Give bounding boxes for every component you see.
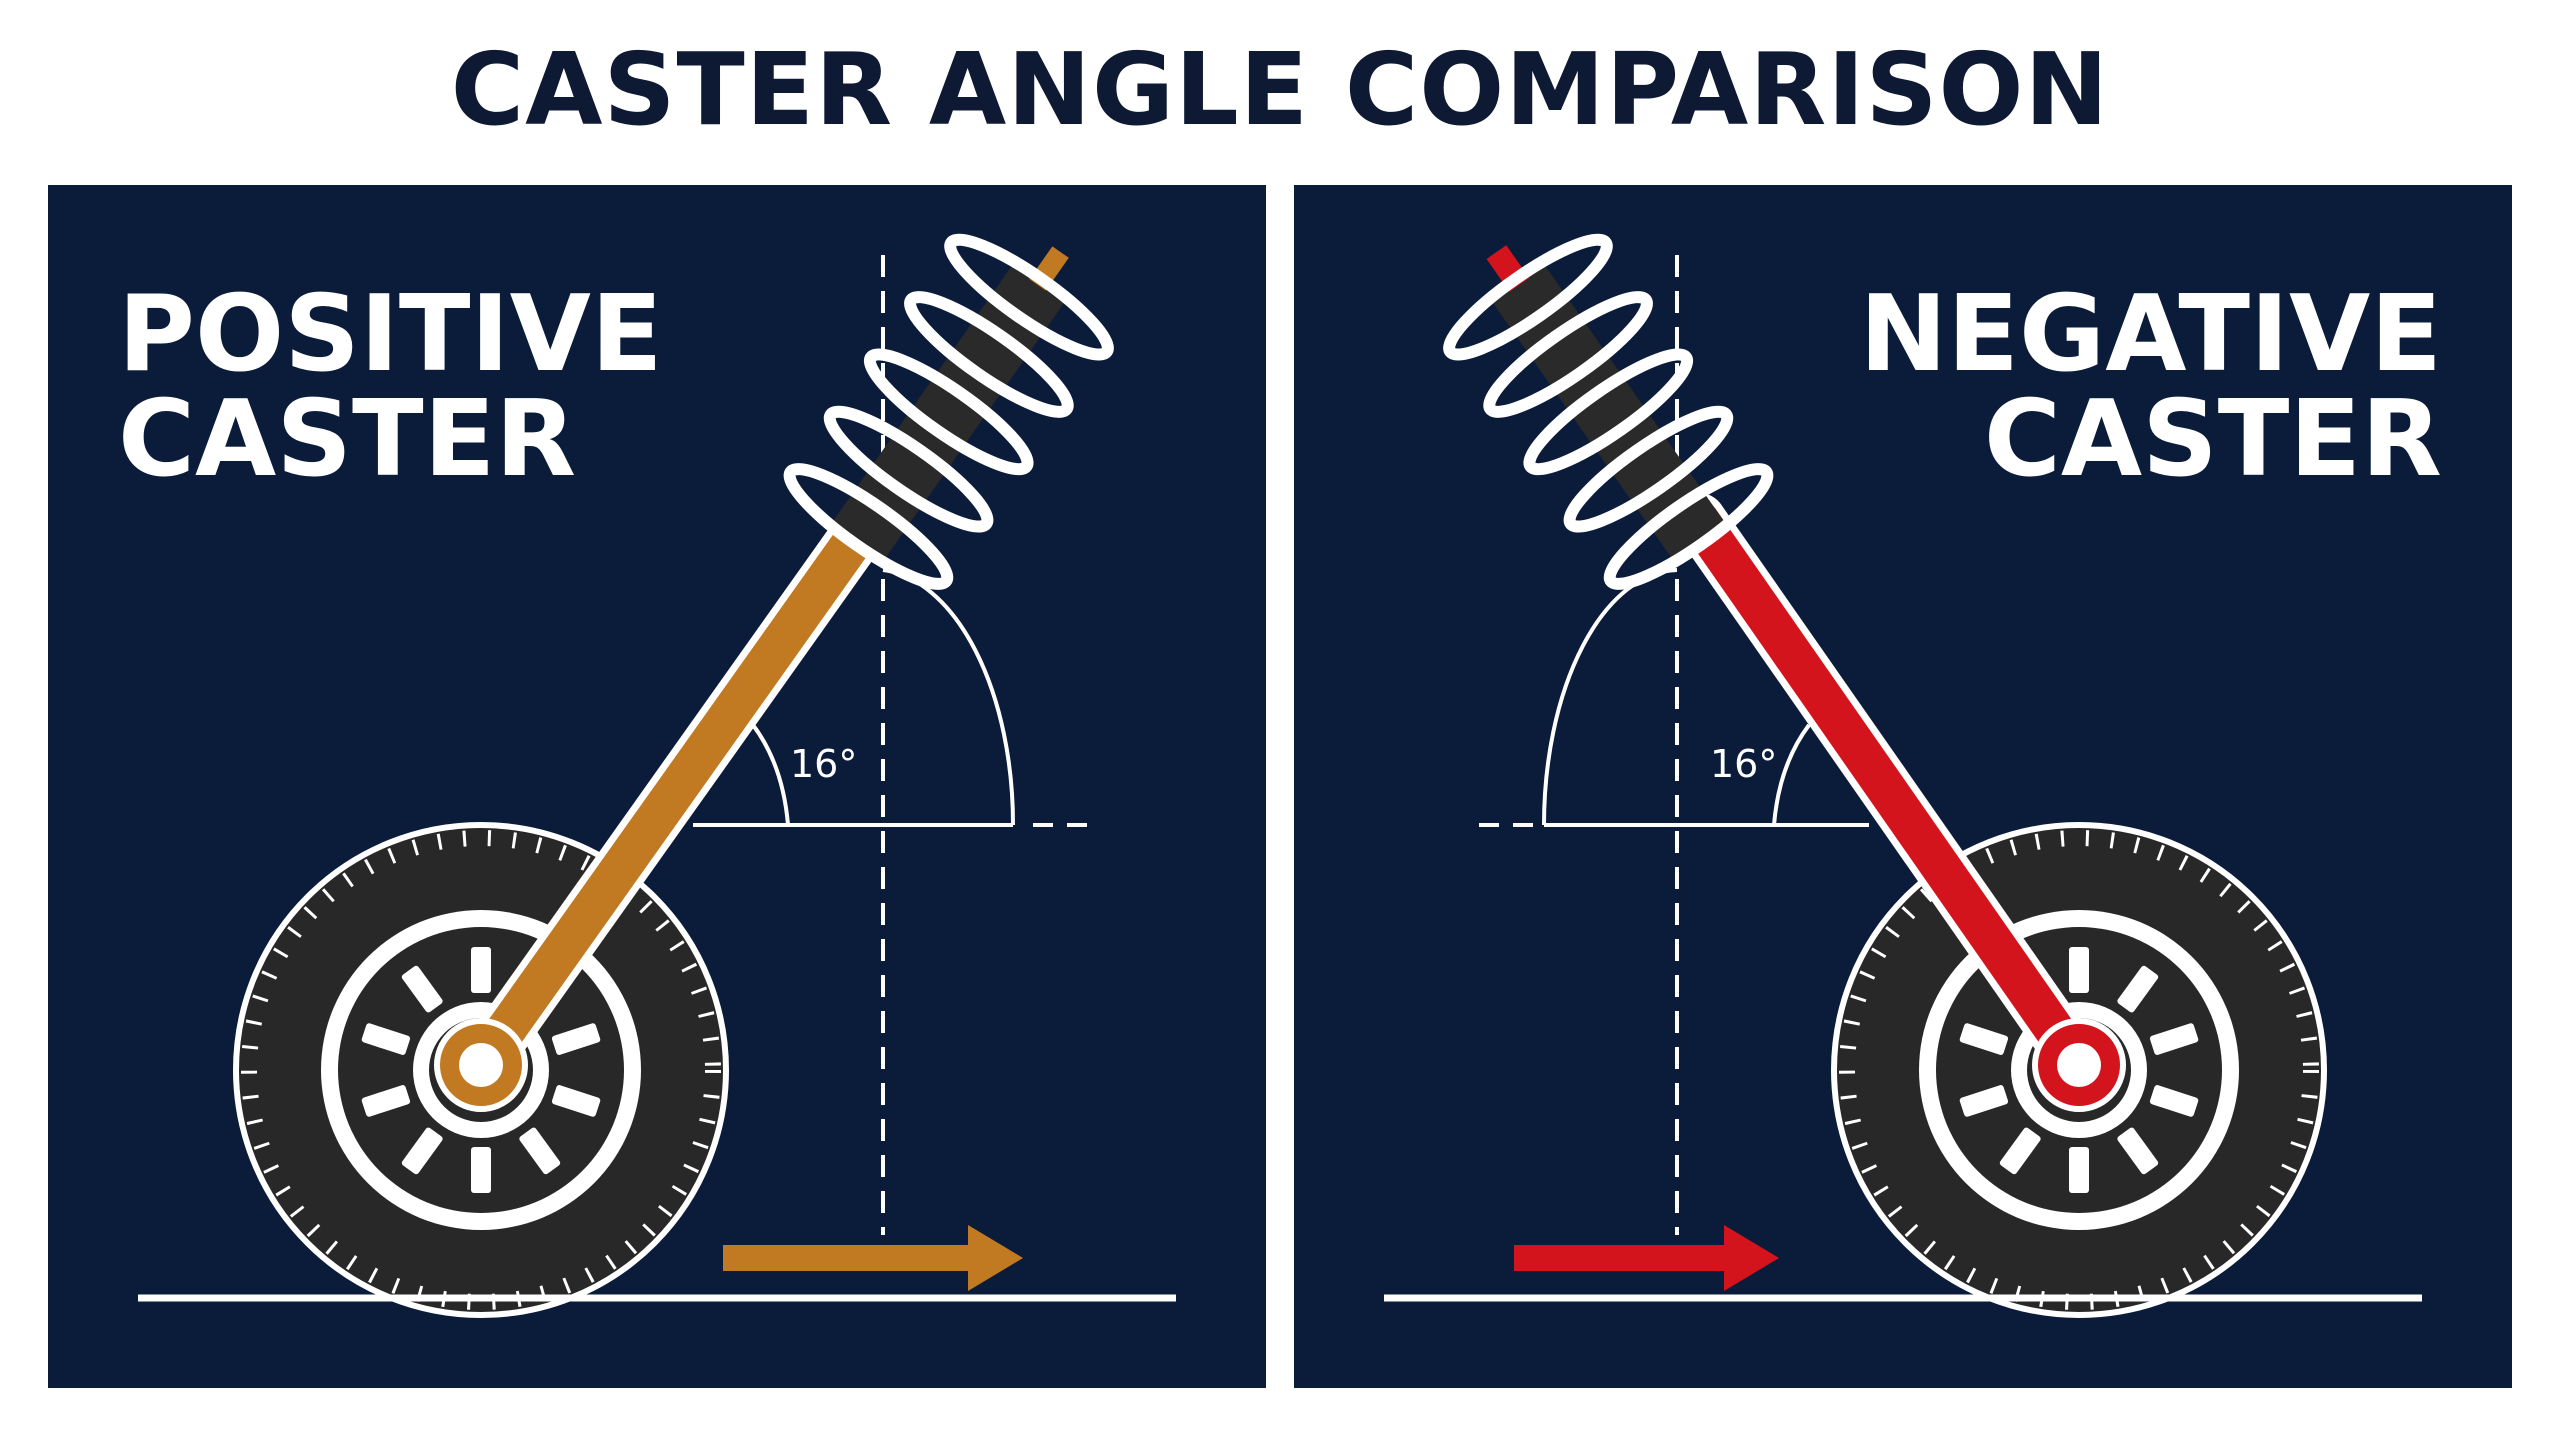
negative-caster-panel: NEGATIVE CASTER 16°: [1294, 185, 2512, 1388]
reference-arc: [1542, 568, 1678, 826]
tire-tread: [241, 830, 721, 1310]
direction-arrow-head: [968, 1225, 1023, 1291]
angle-arc: [1772, 723, 1811, 826]
panel-label-line2: CASTER: [118, 378, 576, 500]
direction-arrow-shaft: [723, 1245, 973, 1271]
strut-rod: [461, 500, 888, 1085]
angle-arc: [751, 723, 790, 826]
coil-spring: [1443, 233, 1774, 590]
positive-caster-drawing: POSITIVE CASTER 16°: [118, 233, 1176, 1318]
direction-arrow-shaft: [1514, 1245, 1729, 1271]
panel-label-line1: POSITIVE: [118, 273, 663, 395]
panel-label-line1: NEGATIVE: [1859, 273, 2442, 395]
tire-tread: [1839, 830, 2319, 1310]
page-title: CASTER ANGLE COMPARISON: [450, 31, 2110, 148]
strut-bolt: [459, 1043, 503, 1087]
angle-label: 16°: [1710, 742, 1777, 786]
reference-arc: [882, 568, 1016, 826]
positive-caster-panel: POSITIVE CASTER 16°: [48, 185, 1266, 1388]
strut-bolt: [2057, 1043, 2101, 1087]
strut-rod: [1679, 500, 2099, 1085]
angle-label: 16°: [790, 742, 857, 786]
coil-spring-assembly: [783, 233, 1114, 590]
negative-caster-drawing: NEGATIVE CASTER 16°: [1384, 233, 2442, 1318]
coil-spring: [783, 233, 1114, 590]
direction-arrow-head: [1724, 1225, 1779, 1291]
panel-label-line2: CASTER: [1984, 378, 2442, 500]
coil-spring-assembly: [1443, 233, 1774, 590]
